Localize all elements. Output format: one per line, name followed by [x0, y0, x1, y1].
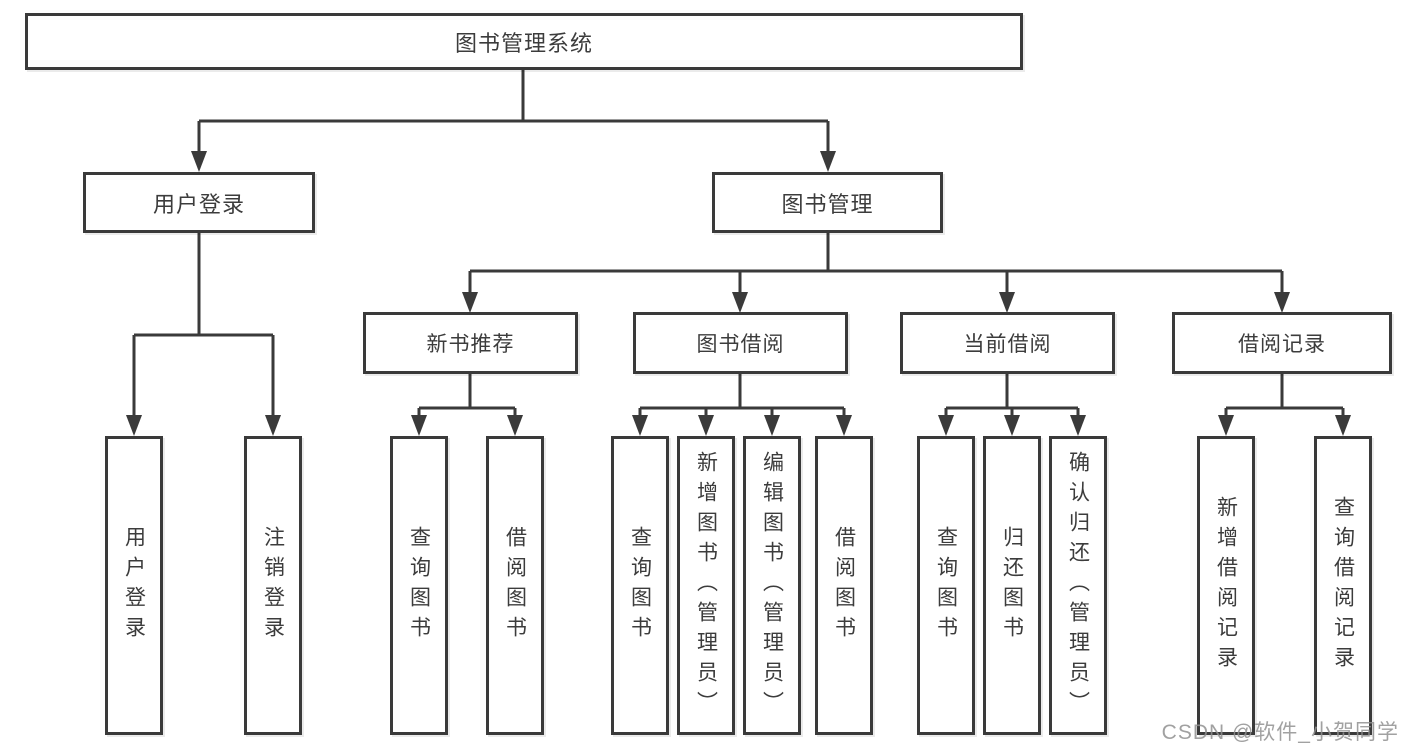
- leaf-label: 借阅图书: [832, 525, 856, 646]
- arrow-icon: [999, 292, 1015, 313]
- node-user-login: 用户登录: [83, 172, 315, 233]
- node-book-borrow: 图书借阅: [633, 312, 848, 374]
- arrow-icon: [507, 415, 523, 436]
- leaf-confirm-return-admin: 确认归还（管理员）: [1049, 436, 1107, 735]
- leaf-user-login: 用户登录: [105, 436, 163, 735]
- leaf-label: 借阅图书: [503, 525, 527, 646]
- arrow-icon: [1218, 415, 1234, 436]
- leaf-label: 查询借阅记录: [1331, 495, 1355, 676]
- arrow-icon: [191, 151, 207, 172]
- arrow-icon: [126, 415, 142, 436]
- node-root-system: 图书管理系统: [25, 13, 1023, 70]
- leaf-query-borrow-record: 查询借阅记录: [1314, 436, 1372, 735]
- leaf-add-borrow-record: 新增借阅记录: [1197, 436, 1255, 735]
- leaf-add-book-admin: 新增图书（管理员）: [677, 436, 735, 735]
- leaf-label: 查询图书: [934, 525, 958, 646]
- leaf-borrow-book-recommend: 借阅图书: [486, 436, 544, 735]
- leaf-query-book-borrow: 查询图书: [611, 436, 669, 735]
- arrow-icon: [732, 292, 748, 313]
- leaf-query-book-recommend: 查询图书: [390, 436, 448, 735]
- csdn-watermark: CSDN @软件_小贺同学: [1161, 721, 1399, 744]
- node-new-book-recommend: 新书推荐: [363, 312, 578, 374]
- leaf-return-book: 归还图书: [983, 436, 1041, 735]
- leaf-label: 查询图书: [628, 525, 652, 646]
- arrow-icon: [1274, 292, 1290, 313]
- arrow-icon: [698, 415, 714, 436]
- node-label: 用户登录: [152, 191, 245, 217]
- leaf-label: 注销登录: [261, 525, 285, 646]
- node-book-management: 图书管理: [712, 172, 943, 233]
- node-label: 图书管理: [781, 191, 874, 217]
- arrow-icon: [820, 151, 836, 172]
- leaf-label: 查询图书: [407, 525, 431, 646]
- leaf-label: 归还图书: [1000, 525, 1024, 646]
- node-label: 当前借阅: [963, 333, 1052, 356]
- node-label: 新书推荐: [426, 333, 515, 356]
- leaf-label: 确认归还（管理员）: [1066, 450, 1090, 721]
- leaf-edit-book-admin: 编辑图书（管理员）: [743, 436, 801, 735]
- leaf-label: 用户登录: [122, 525, 146, 646]
- arrow-icon: [1070, 415, 1086, 436]
- leaf-label: 新增借阅记录: [1214, 495, 1238, 676]
- arrow-icon: [632, 415, 648, 436]
- arrow-icon: [411, 415, 427, 436]
- leaf-label: 新增图书（管理员）: [694, 450, 718, 721]
- node-borrow-record: 借阅记录: [1172, 312, 1392, 374]
- leaf-borrow-book: 借阅图书: [815, 436, 873, 735]
- arrow-icon: [1335, 415, 1351, 436]
- node-current-borrow: 当前借阅: [900, 312, 1115, 374]
- node-label: 图书管理系统: [454, 30, 593, 56]
- arrow-icon: [1004, 415, 1020, 436]
- arrow-icon: [265, 415, 281, 436]
- leaf-label: 编辑图书（管理员）: [760, 450, 784, 721]
- arrow-icon: [836, 415, 852, 436]
- leaf-logout: 注销登录: [244, 436, 302, 735]
- node-label: 图书借阅: [696, 333, 785, 356]
- arrow-icon: [462, 292, 478, 313]
- leaf-query-book-current: 查询图书: [917, 436, 975, 735]
- node-label: 借阅记录: [1238, 333, 1326, 356]
- arrow-icon: [938, 415, 954, 436]
- arrow-icon: [764, 415, 780, 436]
